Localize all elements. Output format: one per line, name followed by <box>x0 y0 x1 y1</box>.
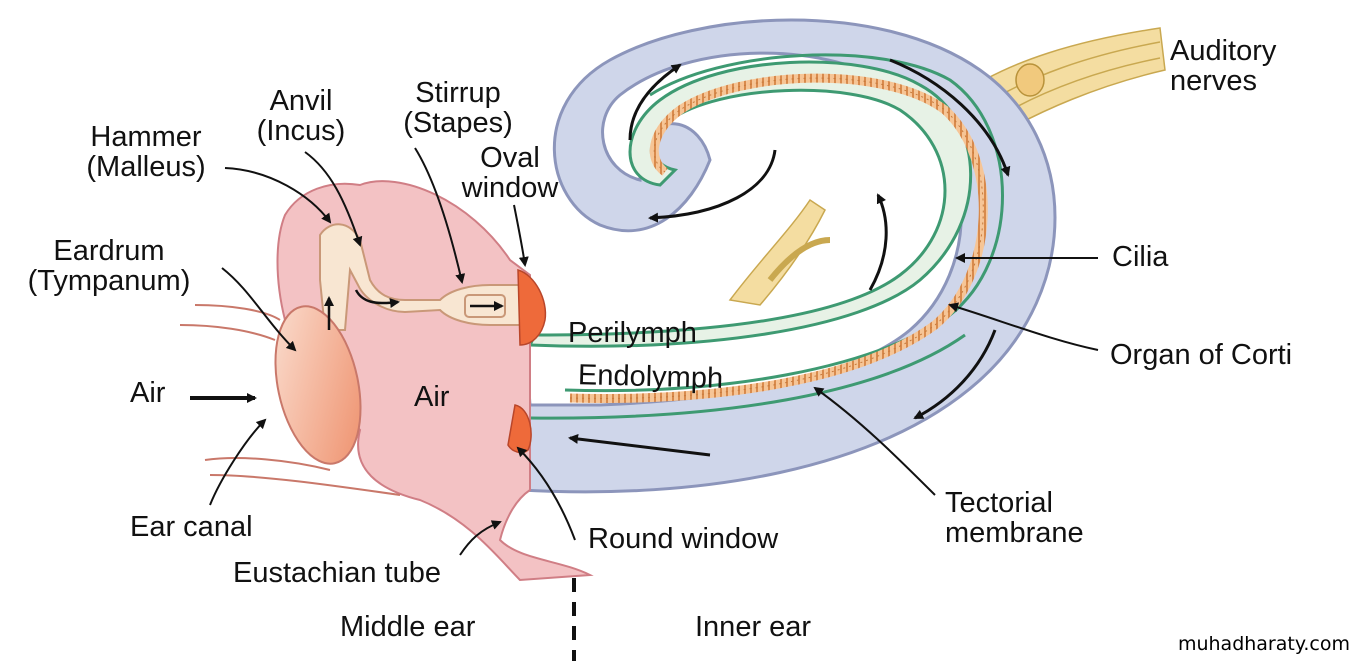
label-hammer-line1: Hammer <box>90 121 202 153</box>
label-anvil-line1: Anvil <box>269 85 333 117</box>
label-anvil: Anvil (Incus) <box>236 86 366 146</box>
label-eardrum-line1: Eardrum <box>53 235 165 267</box>
label-ear-canal: Ear canal <box>130 511 253 543</box>
vibration-arrows <box>190 289 504 403</box>
oval-window-membrane <box>517 268 547 346</box>
label-stirrup-line2: (Stapes) <box>403 107 513 139</box>
label-air-outer: Air <box>130 377 166 409</box>
label-oval-window: Oval window <box>440 143 580 203</box>
label-perilymph: Perilymph <box>568 317 697 349</box>
label-auditory-nerves-line1: Auditory <box>1170 35 1277 67</box>
inner-nerve-branch <box>728 198 831 306</box>
label-round-window: Round window <box>588 523 779 555</box>
label-air-middle: Air <box>414 381 450 413</box>
label-tectorial-membrane-line1: Tectorial <box>945 487 1053 519</box>
label-hammer: Hammer (Malleus) <box>66 122 226 182</box>
label-hammer-line2: (Malleus) <box>86 151 206 183</box>
label-oval-window-line2: window <box>461 172 559 204</box>
ear-canal-walls <box>179 304 401 496</box>
leader-lines <box>209 147 1099 556</box>
label-stirrup: Stirrup (Stapes) <box>378 78 538 138</box>
label-anvil-line2: (Incus) <box>256 115 346 147</box>
label-eustachian-tube: Eustachian tube <box>233 557 441 589</box>
organ-of-corti <box>569 73 988 403</box>
label-tectorial-membrane: Tectorial membrane <box>945 488 1084 548</box>
label-middle-ear: Middle ear <box>340 611 476 643</box>
fluid-flow-arrows <box>568 58 1011 457</box>
label-eardrum-line2: (Tympanum) <box>27 265 191 297</box>
cochlear-duct <box>527 53 1004 420</box>
label-oval-window-line1: Oval <box>480 142 540 174</box>
label-inner-ear: Inner ear <box>695 611 812 643</box>
round-window-membrane <box>507 404 532 454</box>
label-organ-of-corti: Organ of Corti <box>1110 339 1293 371</box>
label-auditory-nerves-line2: nerves <box>1170 65 1258 97</box>
label-eardrum: Eardrum (Tympanum) <box>0 236 218 296</box>
label-stirrup-line1: Stirrup <box>415 77 501 109</box>
label-cilia: Cilia <box>1112 241 1169 273</box>
label-tectorial-membrane-line2: membrane <box>945 517 1084 549</box>
eardrum-membrane <box>274 305 362 465</box>
label-endolymph: Endolymph <box>577 359 724 395</box>
label-auditory-nerves: Auditory nerves <box>1170 36 1276 96</box>
watermark: muhadharaty.com <box>1177 633 1350 655</box>
